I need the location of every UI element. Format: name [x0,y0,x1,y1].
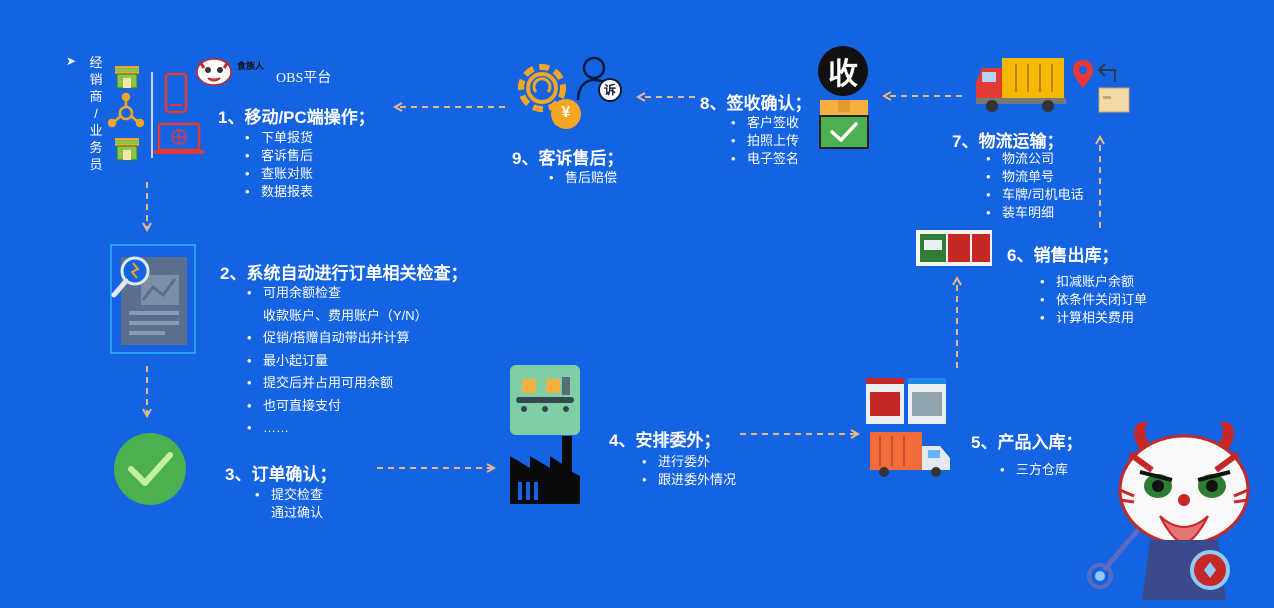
list-item: 客户签收 [729,114,799,132]
step7-title: 7、物流运输； [952,132,1064,151]
roles-bullet: ➤ [66,54,77,68]
brand-logo-text: 食族人 [237,61,265,71]
list-item: 查账对账 [243,165,313,183]
brand-logo [194,56,234,86]
list-item: 售后赔偿 [547,169,617,187]
truck-icon [870,432,950,477]
step3-list: 提交检查 通过确认 [253,486,323,522]
network-icon [107,92,145,128]
list-item: …… [245,417,428,440]
list-item: 依条件关闭订单 [1038,291,1147,309]
list-item: 数据报表 [243,183,313,201]
list-item: 提交后并占用可用余额 [245,372,428,395]
factory-icon [510,436,580,504]
list-item: 可用余额检查 [245,282,428,305]
step9-title: 9、客诉售后； [512,149,624,168]
list-item: 通过确认 [271,505,324,520]
truck-icon [976,58,1066,112]
brand-platform: OBS平台 [276,71,332,86]
step3-title: 3、订单确认； [225,465,337,484]
list-item: 车牌/司机电话 [984,186,1084,204]
list-item: 装车明细 [984,204,1084,222]
list-item: 促销/搭赠自动带出并计算 [245,327,428,350]
step4-title: 4、安排委外； [609,431,721,450]
store-icon [115,66,139,89]
list-item: 物流公司 [984,150,1084,168]
step7-list: 物流公司 物流单号 车牌/司机电话 装车明细 [984,150,1084,222]
step1-list: 下单报货 客诉售后 查账对账 数据报表 [243,129,313,201]
list-item: 跟进委外情况 [640,471,736,489]
store-icon [115,138,139,161]
step9-list: 售后赔偿 [547,169,617,187]
list-item: 拍照上传 [729,132,799,150]
step6-list: 扣减账户余额 依条件关闭订单 计算相关费用 [1038,273,1147,327]
list-item: 物流单号 [984,168,1084,186]
receive-icon: 收 [818,46,868,96]
conveyor-icon [510,365,580,435]
phone-icon [164,72,188,114]
roles-label: 经 销 商 / 业 务 员 [89,55,103,172]
step6-title: 6、销售出库； [1007,246,1119,265]
list-item: 计算相关费用 [1038,309,1147,327]
yuan-icon: ¥ [561,104,571,121]
list-item: 收款账户、费用账户（Y/N） [263,307,428,323]
list-item: 进行委外 [640,453,736,471]
list-item: 三方仓库 [998,461,1068,479]
step8-list: 客户签收 拍照上传 电子签名 [729,114,799,168]
step1-title: 1、移动/PC端操作； [218,108,375,127]
complaint-char: 诉 [603,83,616,97]
list-item: 也可直接支付 [245,395,428,418]
step2-list: 可用余额检查 收款账户、费用账户（Y/N） 促销/搭赠自动带出并计算 最小起订量… [245,282,428,440]
list-item: 扣减账户余额 [1038,273,1147,291]
step5-list: 三方仓库 [998,461,1068,479]
step8-title: 8、签收确认； [700,94,812,113]
step4-list: 进行委外 跟进委外情况 [640,453,736,489]
location-icon [1073,60,1130,113]
list-item: 客诉售后 [243,147,313,165]
step2-title: 2、系统自动进行订单相关检查； [220,264,468,283]
list-item: 最小起订量 [245,350,428,373]
list-item: 电子签名 [729,150,799,168]
laptop-icon [154,122,204,154]
list-item: 提交检查 [253,486,323,504]
step5-title: 5、产品入库； [971,433,1083,452]
list-item: 下单报货 [243,129,313,147]
product-icon [866,378,946,424]
